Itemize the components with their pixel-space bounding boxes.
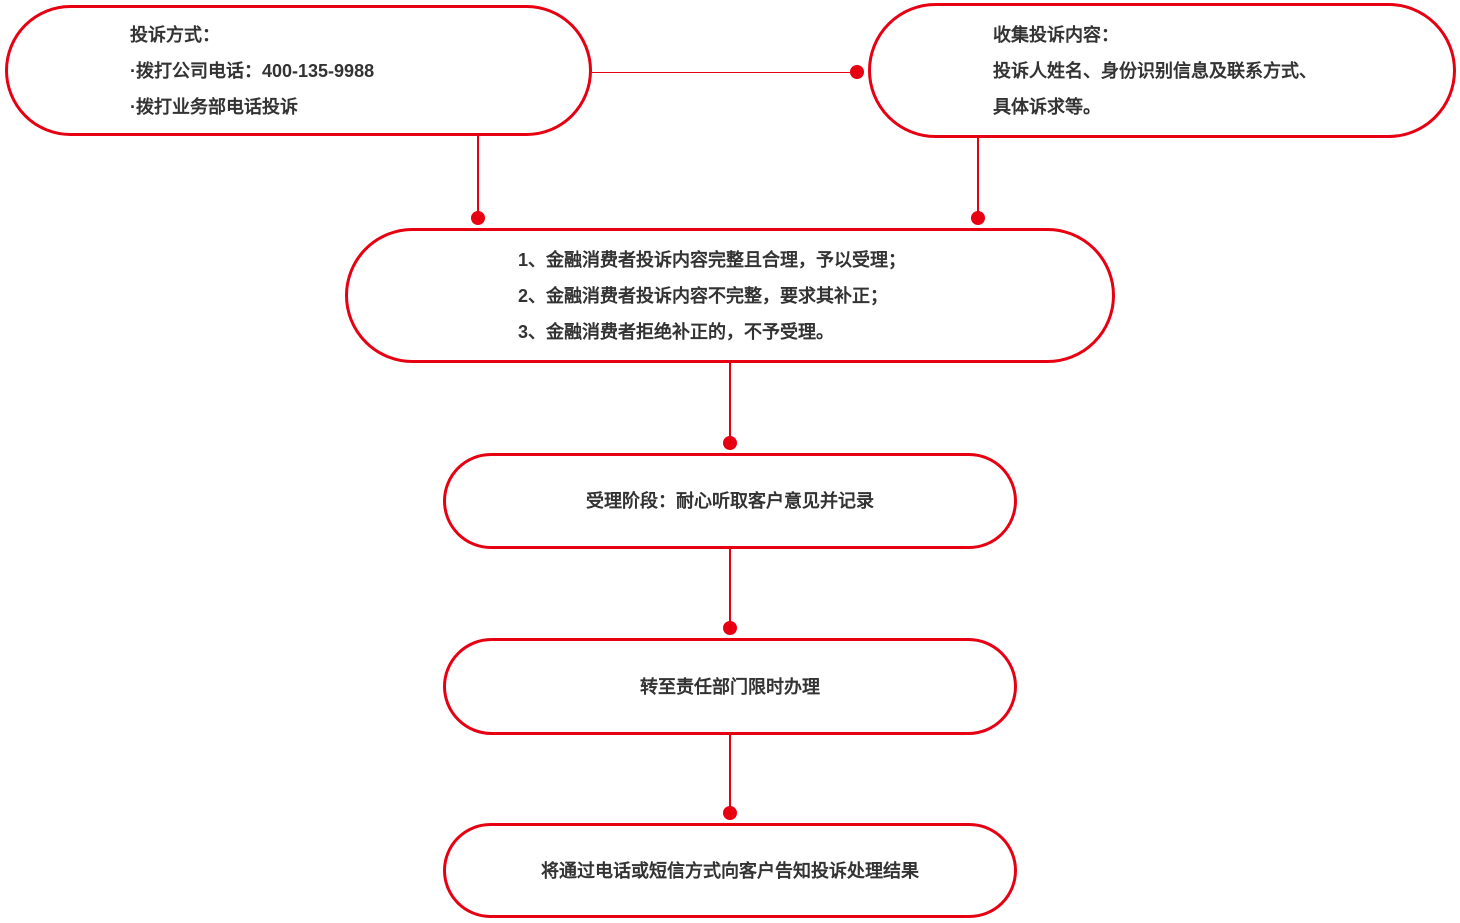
junction-dot-stage <box>723 436 737 450</box>
node-text-line: 收集投诉内容： <box>993 24 1119 45</box>
connector-rules-to-stage <box>729 363 731 443</box>
junction-dot-notify <box>723 806 737 820</box>
connector-transfer-to-notify <box>729 735 731 813</box>
node-collect-content: 收集投诉内容： 投诉人姓名、身份识别信息及联系方式、 具体诉求等。 <box>868 3 1456 138</box>
node-acceptance-rules: 1、金融消费者投诉内容完整且合理，予以受理； 2、金融消费者投诉内容不完整，要求… <box>345 228 1115 363</box>
node-text-line: 受理阶段：耐心听取客户意见并记录 <box>586 491 874 511</box>
junction-dot-top <box>850 65 864 79</box>
node-text-line: 投诉人姓名、身份识别信息及联系方式、 <box>993 60 1317 81</box>
junction-dot-rules-left <box>471 211 485 225</box>
node-text-line: 转至责任部门限时办理 <box>640 676 820 697</box>
node-text-line: ·拨打业务部电话投诉 <box>130 96 298 117</box>
junction-dot-rules-right <box>971 211 985 225</box>
connector-collect-to-rules <box>977 138 979 218</box>
node-text-line: 1、金融消费者投诉内容完整且合理，予以受理； <box>518 249 907 270</box>
node-text-line: 2、金融消费者投诉内容不完整，要求其补正； <box>518 285 889 306</box>
node-complaint-methods: 投诉方式： ·拨打公司电话：400-135-9988 ·拨打业务部电话投诉 <box>5 5 592 136</box>
node-transfer-department: 转至责任部门限时办理 <box>443 638 1017 735</box>
node-text-line: 3、金融消费者拒绝补正的，不予受理。 <box>518 321 835 342</box>
junction-dot-transfer <box>723 621 737 635</box>
node-text-line: 将通过电话或短信方式向客户告知投诉处理结果 <box>541 860 919 881</box>
node-text-line: ·拨打公司电话：400-135-9988 <box>130 60 375 81</box>
node-text-line: 投诉方式： <box>130 24 220 45</box>
connector-methods-to-rules <box>477 136 479 218</box>
connector-top-horizontal <box>592 71 858 73</box>
connector-stage-to-transfer <box>729 549 731 628</box>
node-acceptance-stage: 受理阶段：耐心听取客户意见并记录 <box>443 453 1017 549</box>
node-notify-result: 将通过电话或短信方式向客户告知投诉处理结果 <box>443 823 1017 918</box>
node-text-line: 具体诉求等。 <box>993 96 1101 117</box>
